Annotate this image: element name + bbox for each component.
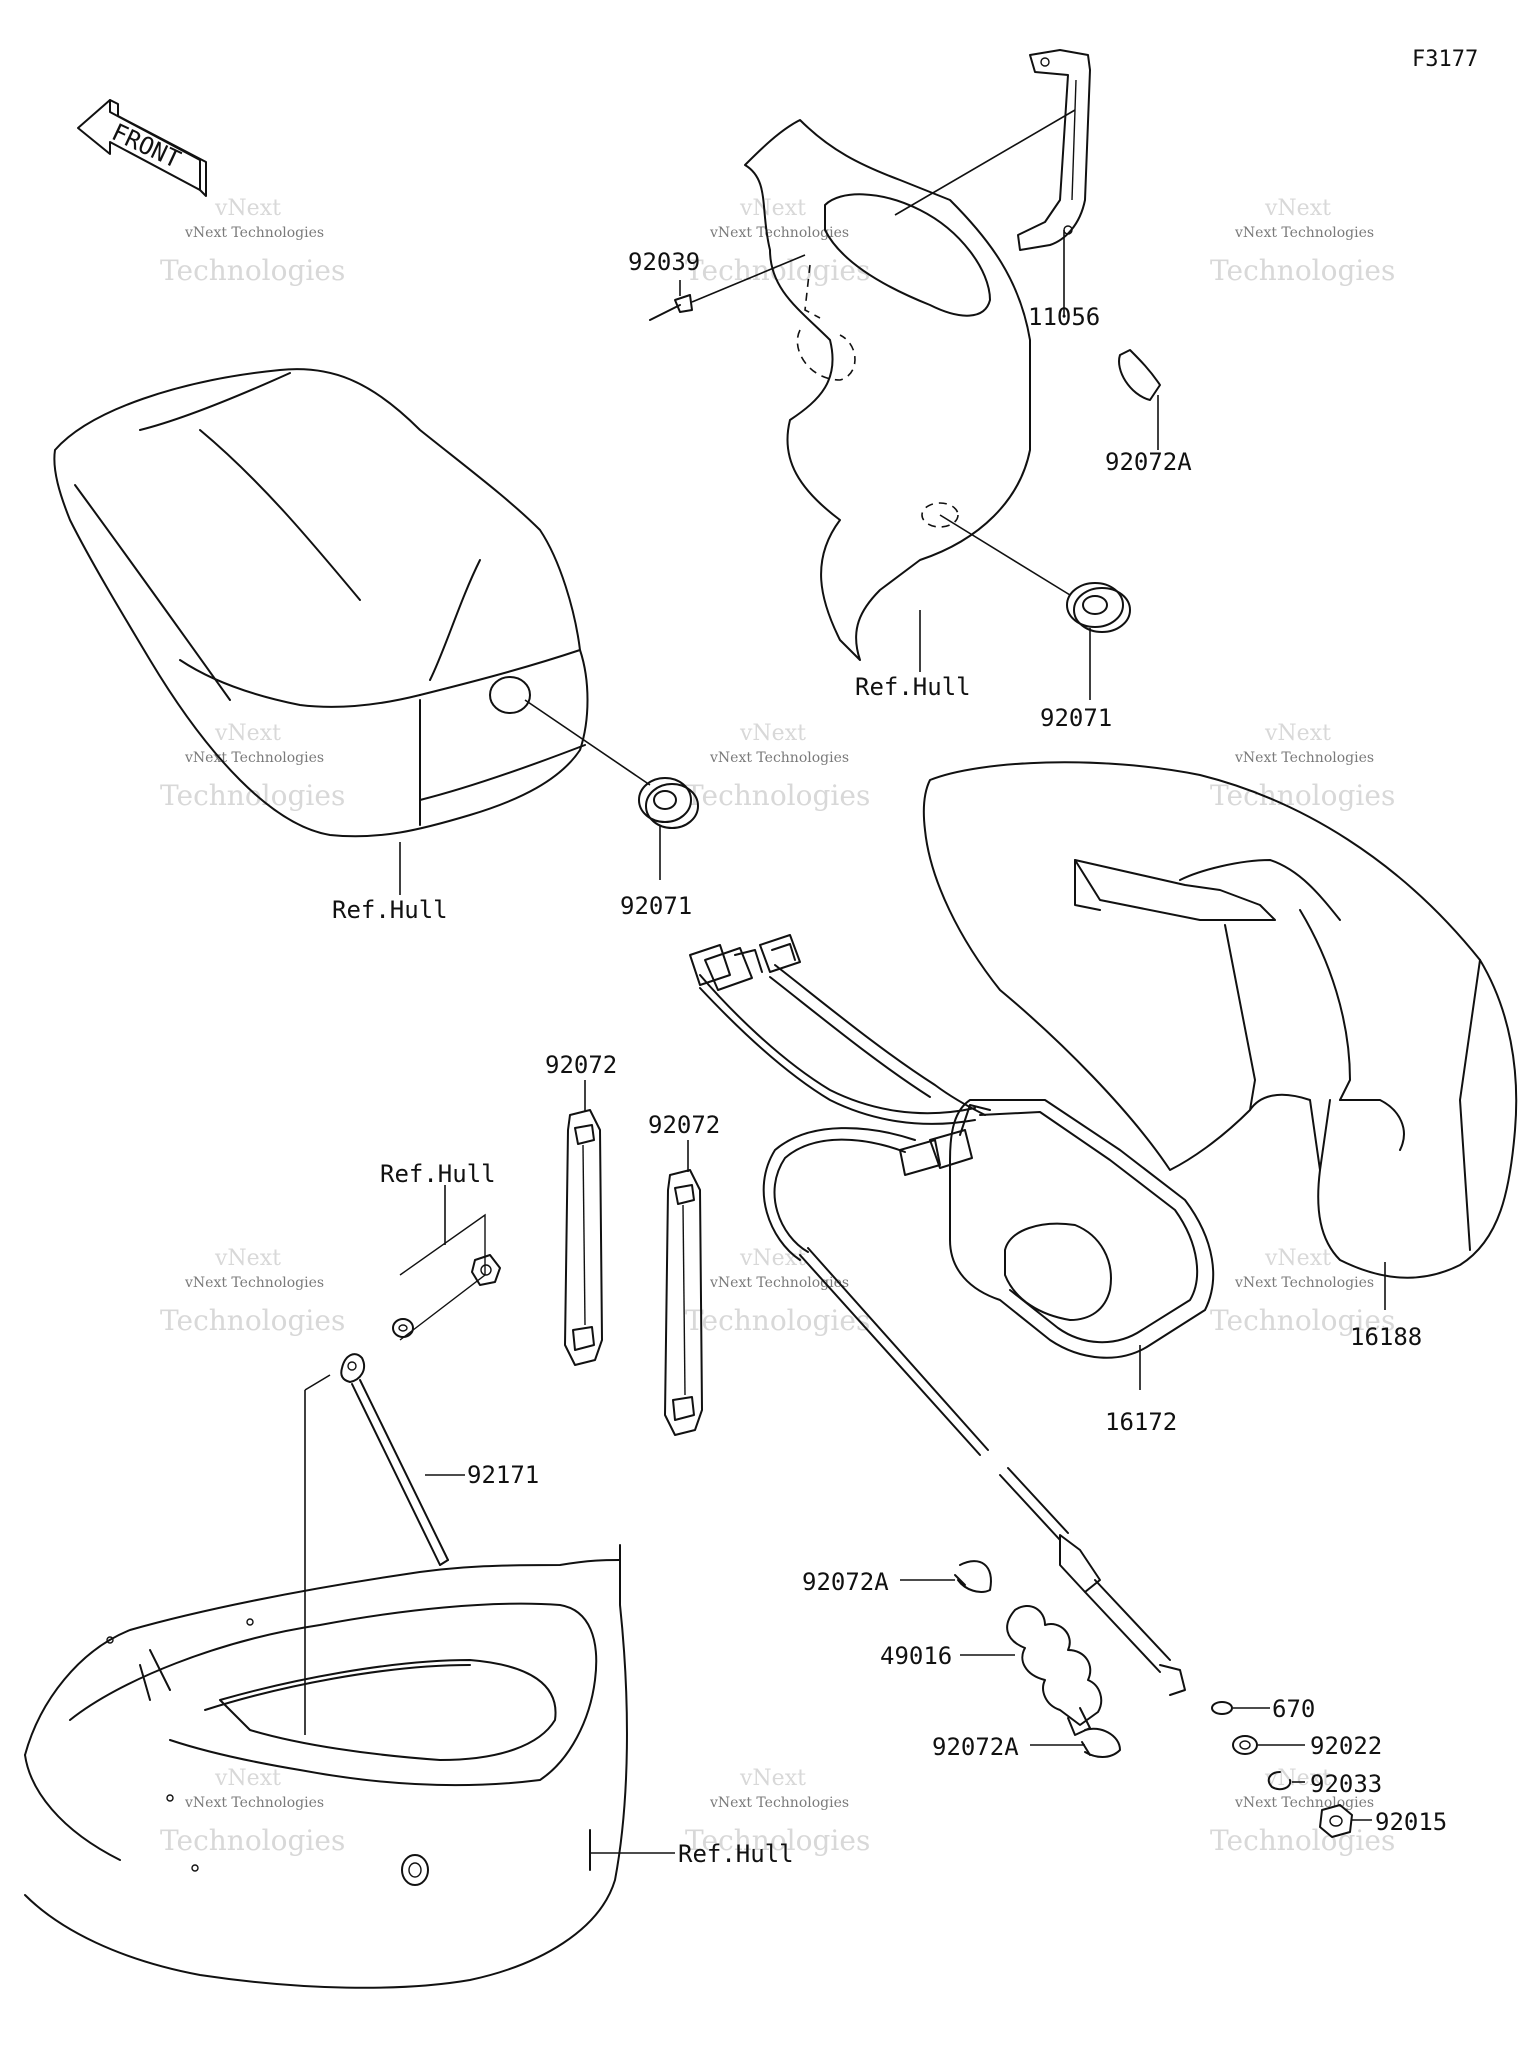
svg-text:vNext: vNext xyxy=(739,1246,806,1271)
o-ring-670 xyxy=(1211,1701,1233,1715)
svg-text:vNext: vNext xyxy=(1264,1246,1331,1271)
svg-text:vNext: vNext xyxy=(1264,196,1331,221)
strap-92072-b xyxy=(664,1169,703,1436)
svg-text:vNext Technologies: vNext Technologies xyxy=(709,1795,849,1811)
tether-92171 xyxy=(340,1353,449,1566)
grommet-92071-top xyxy=(1066,582,1131,633)
svg-text:Technologies: Technologies xyxy=(1210,1304,1395,1337)
svg-text:vNext Technologies: vNext Technologies xyxy=(184,750,324,766)
svg-text:Technologies: Technologies xyxy=(160,254,345,287)
label-92072A-low: 92072A xyxy=(932,1733,1019,1761)
strap-92072-a xyxy=(564,1109,603,1366)
lockwasher-92033 xyxy=(1267,1771,1292,1791)
svg-text:vNext Technologies: vNext Technologies xyxy=(1234,1795,1374,1811)
svg-text:vNext: vNext xyxy=(214,1766,281,1791)
figure-code: F3177 xyxy=(1412,47,1478,72)
svg-text:vNext Technologies: vNext Technologies xyxy=(184,1795,324,1811)
wire-harness xyxy=(689,934,986,1125)
control-box-16172 xyxy=(899,1099,1215,1359)
svg-text:vNext Technologies: vNext Technologies xyxy=(1234,750,1374,766)
svg-text:vNext: vNext xyxy=(1264,1766,1331,1791)
svg-text:Technologies: Technologies xyxy=(685,1824,870,1857)
hull-left-section xyxy=(53,368,589,838)
svg-text:Technologies: Technologies xyxy=(1210,1824,1395,1857)
label-ref-hull-top: Ref.Hull xyxy=(855,673,971,701)
label-92015-text: 92015 xyxy=(1375,1808,1447,1836)
svg-text:vNext Technologies: vNext Technologies xyxy=(184,1275,324,1291)
label-670: 670 xyxy=(1272,1695,1315,1723)
clamp-92072A-mid xyxy=(954,1560,992,1593)
svg-text:Technologies: Technologies xyxy=(160,779,345,812)
svg-text:vNext Technologies: vNext Technologies xyxy=(709,750,849,766)
label-ref-hull-left: Ref.Hull xyxy=(332,896,448,924)
hull-upper-section xyxy=(744,119,1031,661)
clamp-92072A-top xyxy=(1118,349,1161,401)
watermark: vNext vNext Technologies Technologies vN… xyxy=(160,196,1395,1857)
label-11056: 11056 xyxy=(1028,303,1100,331)
svg-text:vNext Technologies: vNext Technologies xyxy=(184,225,324,241)
storage-bin-16188 xyxy=(922,761,1518,1279)
label-92171: 92171 xyxy=(467,1461,539,1489)
svg-text:vNext: vNext xyxy=(739,1766,806,1791)
label-92022: 92022 xyxy=(1310,1732,1382,1760)
svg-text:Technologies: Technologies xyxy=(160,1824,345,1857)
svg-text:vNext Technologies: vNext Technologies xyxy=(1234,225,1374,241)
label-16172: 16172 xyxy=(1105,1408,1177,1436)
label-ref-hull-bottom: Ref.Hull xyxy=(678,1840,794,1868)
svg-text:vNext Technologies: vNext Technologies xyxy=(709,1275,849,1291)
throttle-cable xyxy=(762,1127,1186,1696)
label-92071-top: 92071 xyxy=(1040,704,1112,732)
svg-text:vNext Technologies: vNext Technologies xyxy=(1234,1275,1374,1291)
label-16188: 16188 xyxy=(1350,1323,1422,1351)
washer-92022 xyxy=(1232,1735,1258,1755)
rivet-92039 xyxy=(649,294,693,321)
label-92039: 92039 xyxy=(628,248,700,276)
label-ref-hull-mid: Ref.Hull xyxy=(380,1160,496,1188)
label-92072A-top: 92072A xyxy=(1105,448,1192,476)
svg-text:Technologies: Technologies xyxy=(685,1304,870,1337)
svg-text:vNext: vNext xyxy=(739,721,806,746)
svg-text:Technologies: Technologies xyxy=(1210,779,1395,812)
grommet-92071-left xyxy=(638,777,699,829)
label-49016: 49016 xyxy=(880,1642,952,1670)
bracket-11056 xyxy=(1017,49,1091,251)
label-92033: 92033 xyxy=(1310,1770,1382,1798)
svg-text:vNext: vNext xyxy=(214,1246,281,1271)
label-92072A-mid: 92072A xyxy=(802,1568,889,1596)
svg-text:Technologies: Technologies xyxy=(160,1304,345,1337)
svg-text:vNext: vNext xyxy=(1264,721,1331,746)
nut-92015 xyxy=(1319,1804,1353,1838)
clamp-92072A-low xyxy=(1081,1727,1121,1758)
hull-bottom-section xyxy=(24,1544,628,1989)
label-92072-a: 92072 xyxy=(545,1051,617,1079)
front-arrow-icon: FRONT xyxy=(77,99,207,197)
label-92072-b: 92072 xyxy=(648,1111,720,1139)
boot-49016 xyxy=(1006,1605,1103,1736)
svg-text:vNext: vNext xyxy=(214,721,281,746)
front-label: FRONT xyxy=(107,118,184,174)
svg-text:vNext: vNext xyxy=(214,196,281,221)
svg-text:vNext Technologies: vNext Technologies xyxy=(709,225,849,241)
svg-text:Technologies: Technologies xyxy=(1210,254,1395,287)
label-92071-left: 92071 xyxy=(620,892,692,920)
svg-text:Technologies: Technologies xyxy=(685,779,870,812)
svg-text:vNext: vNext xyxy=(739,196,806,221)
nut-washer-group xyxy=(392,1213,501,1341)
